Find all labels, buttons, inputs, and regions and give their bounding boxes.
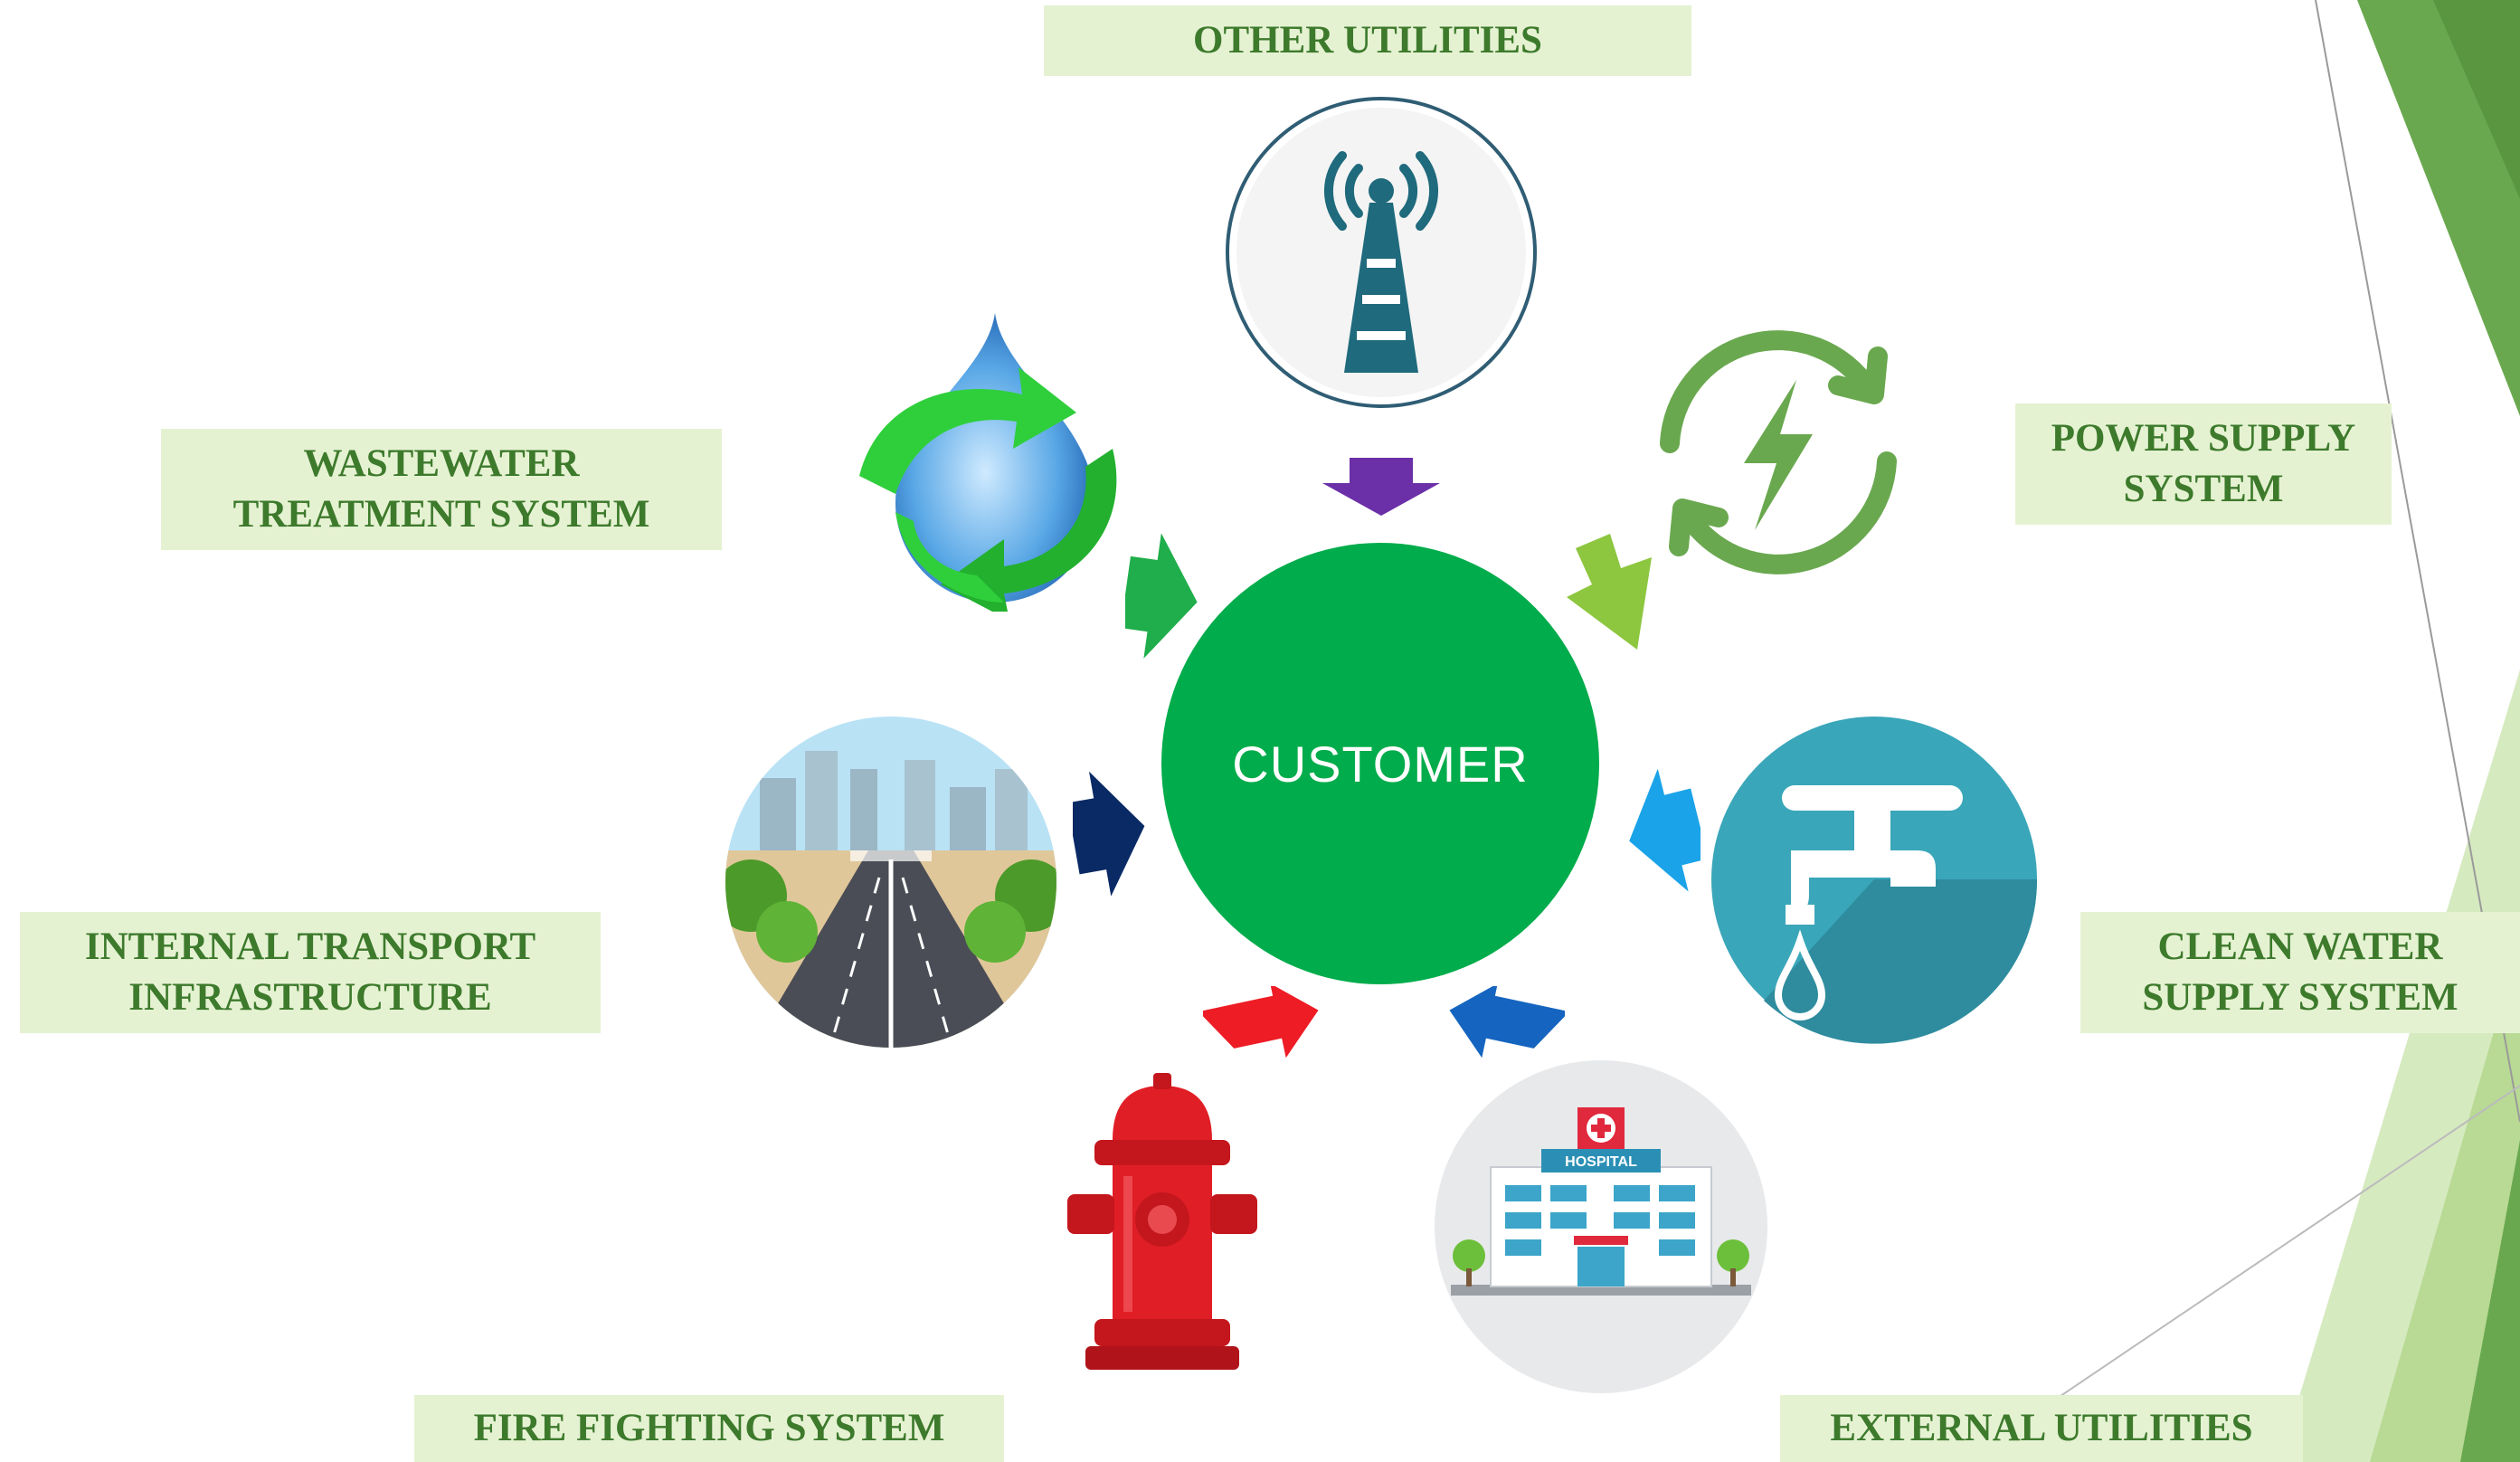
label-line: SUPPLY SYSTEM	[2142, 976, 2458, 1019]
arrow-power-to-customer	[1567, 534, 1652, 650]
radio-tower-icon	[1226, 97, 1537, 408]
label-external-utilities: EXTERNAL UTILITIES	[1780, 1395, 2303, 1462]
power-cycle-icon	[1660, 330, 1897, 574]
label-line: SYSTEM	[2123, 468, 2284, 510]
arrow-transport-to-customer	[1073, 771, 1145, 896]
label-power-supply: POWER SUPPLY SYSTEM	[2015, 403, 2392, 525]
arrow-fire-to-customer	[1203, 986, 1319, 1059]
hospital-icon: HOSPITAL	[1435, 1060, 1767, 1393]
label-fire-fighting: FIRE FIGHTING SYSTEM	[414, 1395, 1004, 1462]
road-icon	[725, 717, 1056, 1048]
customer-node: CUSTOMER	[1161, 543, 1599, 984]
label-line: POWER SUPPLY	[2051, 417, 2356, 460]
hospital-sign-text: HOSPITAL	[1565, 1154, 1637, 1170]
arrow-external-to-customer	[1449, 986, 1565, 1059]
label-line: CLEAN WATER	[2157, 926, 2443, 968]
label-line: TREATMENT SYSTEM	[232, 493, 650, 536]
label-wastewater-treatment: WASTEWATER TREATMENT SYSTEM	[161, 429, 722, 550]
fire-hydrant-icon	[1067, 1073, 1257, 1370]
label-line: EXTERNAL UTILITIES	[1830, 1407, 2253, 1449]
water-tap-icon	[1711, 717, 2038, 1044]
label-clean-water-supply: CLEAN WATER SUPPLY SYSTEM	[2080, 912, 2520, 1033]
label-line: WASTEWATER	[303, 442, 580, 485]
label-internal-transport: INTERNAL TRANSPORT INFRASTRUCTURE	[20, 912, 601, 1033]
label-line: OTHER UTILITIES	[1193, 19, 1542, 62]
arrow-other-to-customer	[1322, 458, 1440, 516]
arrow-cleanwater-to-customer	[1629, 769, 1701, 892]
label-line: INFRASTRUCTURE	[128, 976, 492, 1019]
arrow-wastewater-to-customer	[1125, 534, 1198, 659]
label-other-utilities: OTHER UTILITIES	[1044, 5, 1691, 76]
water-recycle-icon	[859, 313, 1117, 612]
label-line: FIRE FIGHTING SYSTEM	[473, 1407, 945, 1449]
customer-label: CUSTOMER	[1232, 735, 1529, 793]
label-line: INTERNAL TRANSPORT	[84, 926, 536, 968]
